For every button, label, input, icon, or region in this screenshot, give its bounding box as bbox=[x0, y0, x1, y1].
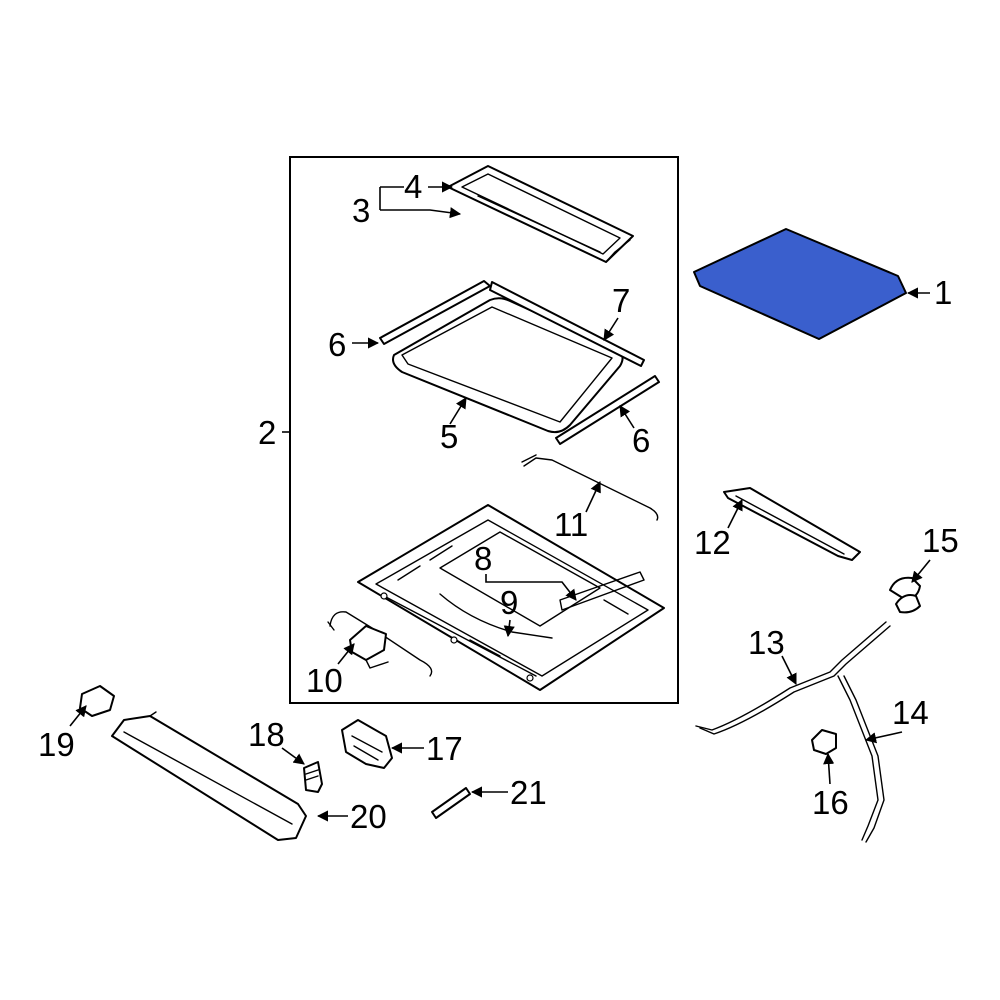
callout-15[interactable]: 15 bbox=[922, 522, 959, 559]
part-20-deflector[interactable] bbox=[111, 711, 307, 841]
callout-5[interactable]: 5 bbox=[440, 418, 458, 455]
part-17-motor[interactable] bbox=[341, 719, 393, 769]
part-21-strip[interactable] bbox=[431, 787, 471, 819]
part-11-drain-strip[interactable] bbox=[521, 454, 659, 521]
callout-21[interactable]: 21 bbox=[510, 774, 547, 811]
callout-16[interactable]: 16 bbox=[812, 784, 849, 821]
callout-1[interactable]: 1 bbox=[934, 274, 952, 311]
callout-11[interactable]: 11 bbox=[554, 506, 588, 543]
part-13-14-drain-hoses[interactable] bbox=[695, 621, 891, 843]
leader-lines bbox=[69, 181, 931, 822]
part-10-cable-bracket[interactable] bbox=[327, 611, 433, 677]
part-18-bolt[interactable] bbox=[303, 761, 323, 793]
callout-4[interactable]: 4 bbox=[404, 168, 422, 205]
callout-3[interactable]: 3 bbox=[352, 192, 370, 229]
callout-18[interactable]: 18 bbox=[248, 716, 285, 753]
part-3-4-sunshade[interactable] bbox=[447, 165, 634, 263]
callout-6b[interactable]: 6 bbox=[632, 422, 650, 459]
callout-12[interactable]: 12 bbox=[694, 524, 731, 561]
part-15-hose-clips[interactable] bbox=[889, 576, 921, 614]
callout-6a[interactable]: 6 bbox=[328, 326, 346, 363]
callout-10[interactable]: 10 bbox=[306, 662, 343, 699]
callout-9[interactable]: 9 bbox=[500, 584, 518, 621]
part-6-7-seals[interactable] bbox=[379, 280, 660, 445]
part-16-grommet[interactable] bbox=[811, 729, 837, 755]
callout-20[interactable]: 20 bbox=[350, 798, 387, 835]
assembly-frame bbox=[289, 156, 679, 704]
callout-13[interactable]: 13 bbox=[748, 624, 785, 661]
callout-labels: 1 2 3 4 5 6 6 7 8 9 10 11 12 13 14 15 16… bbox=[38, 168, 959, 835]
sunroof-frame-assembly[interactable] bbox=[357, 504, 665, 691]
callout-17[interactable]: 17 bbox=[426, 730, 463, 767]
callout-2[interactable]: 2 bbox=[258, 414, 276, 451]
callout-7[interactable]: 7 bbox=[612, 282, 630, 319]
part-12-cross-rail[interactable] bbox=[723, 487, 861, 561]
callout-19[interactable]: 19 bbox=[38, 726, 75, 763]
part-5-glass-seal[interactable] bbox=[392, 297, 624, 434]
callout-14[interactable]: 14 bbox=[892, 694, 929, 731]
callout-8[interactable]: 8 bbox=[474, 540, 492, 577]
part-19-module[interactable] bbox=[79, 685, 115, 717]
part-1-glass-panel[interactable] bbox=[693, 228, 907, 340]
